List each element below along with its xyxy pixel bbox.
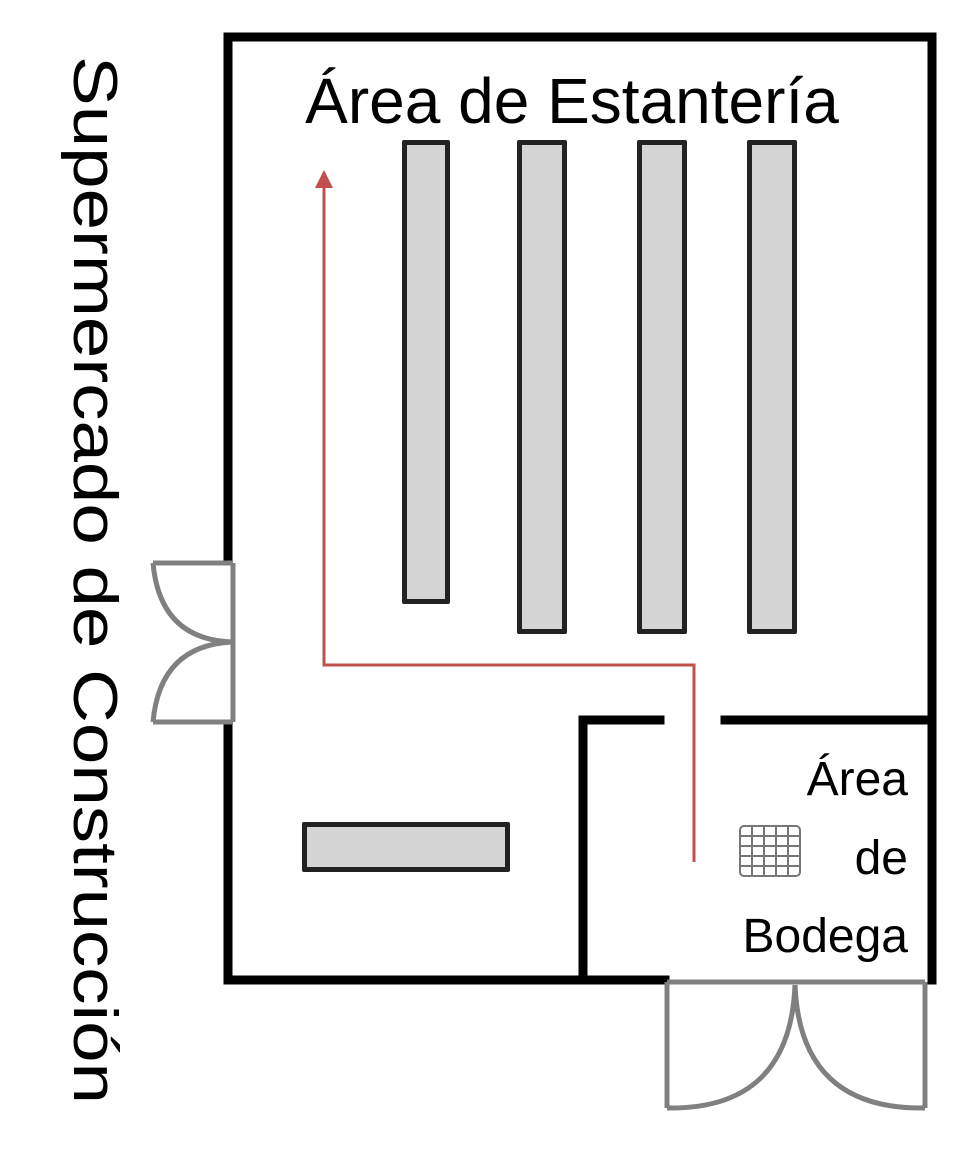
shelf-horizontal	[302, 822, 510, 872]
shelf-4	[747, 140, 797, 634]
warehouse-walls	[578, 715, 937, 985]
left-door	[150, 560, 236, 725]
warehouse-label-line-2: de	[855, 832, 908, 885]
shelving-units	[302, 140, 797, 872]
warehouse-label-line-1: Área	[807, 753, 909, 806]
shelf-3	[637, 140, 687, 634]
shelving-area-label: Área de Estantería	[305, 65, 839, 137]
bottom-door	[664, 979, 928, 1111]
route-line	[322, 182, 696, 862]
warehouse-label-line-3: Bodega	[743, 910, 909, 963]
route-arrowhead	[315, 170, 333, 188]
shelf-2	[517, 140, 567, 634]
side-label: Supermercado de Construcción	[60, 56, 129, 1104]
outer-walls	[223, 32, 937, 985]
route-path	[315, 170, 696, 862]
pallet-icon	[739, 825, 801, 877]
shelf-1	[402, 140, 450, 604]
